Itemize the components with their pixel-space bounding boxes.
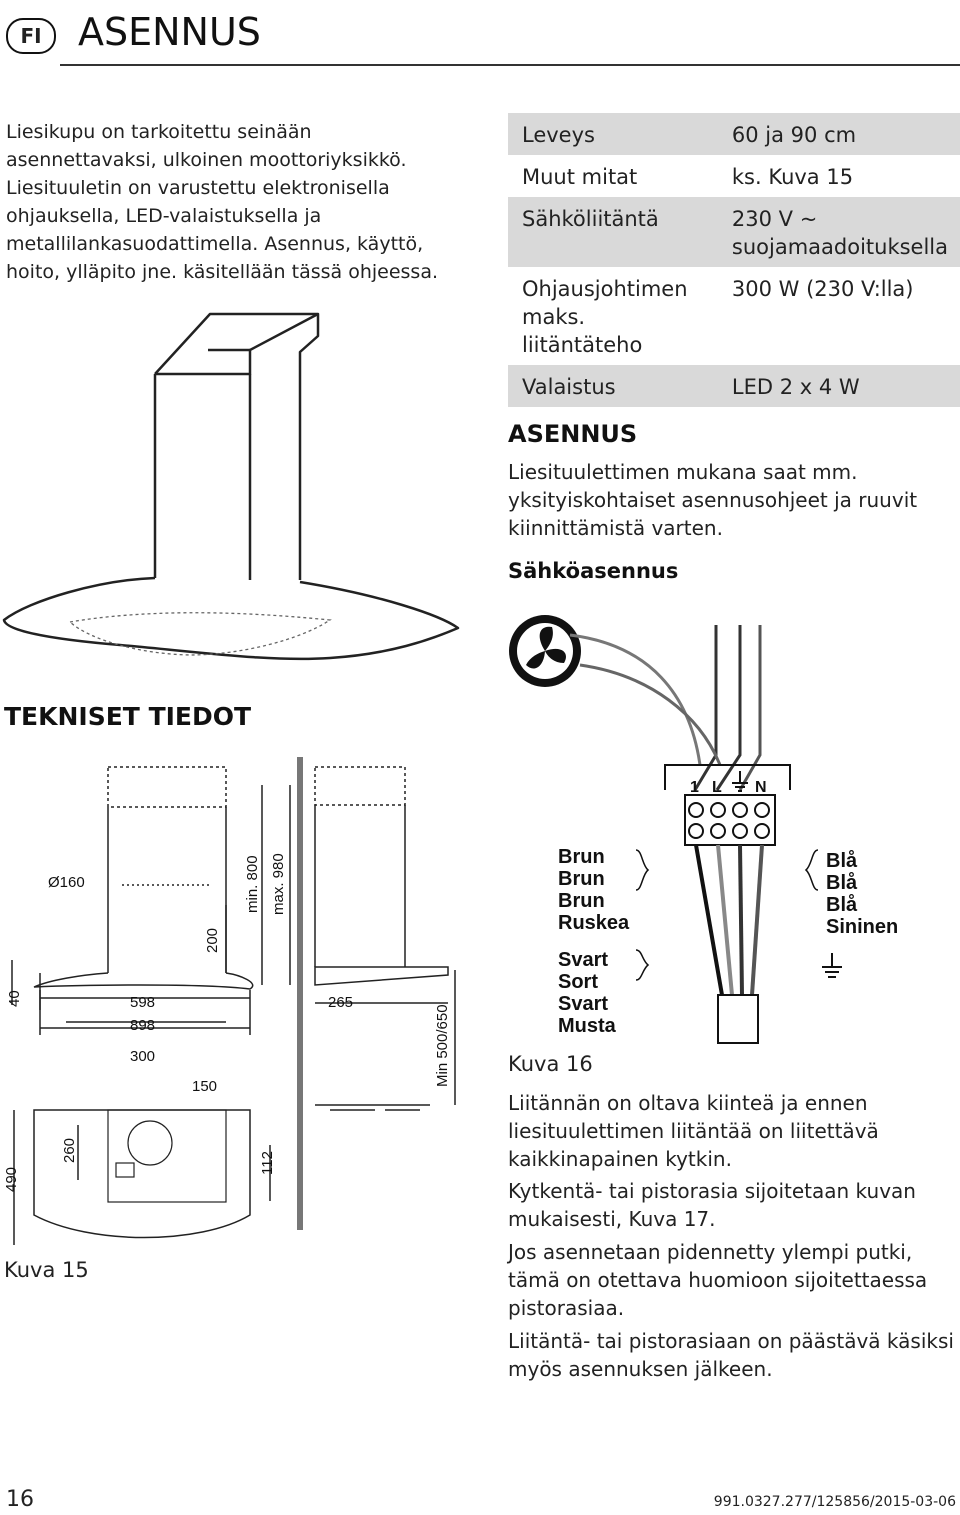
header-rule [60,64,960,66]
wiring-diagram: 1 L N Brun Brun Brun Ruskea Svart Sort S… [509,615,898,1044]
wire-label-musta: Musta [558,1015,617,1037]
wire-label-brun-2: Brun [558,868,605,890]
fan-icon [509,615,581,687]
electrical-heading: Sähköasennus [508,559,679,583]
spec-row: Leveys 60 ja 90 cm [508,113,960,155]
dim-max-980: max. 980 [270,853,287,915]
dim-490: 490 [3,1167,20,1192]
spec-label: Valaistus [508,365,718,407]
page-number: 16 [6,1487,34,1512]
note-2: Kytkentä- tai pistorasia sijoitetaan kuv… [508,1179,916,1231]
spec-label: Leveys [508,113,718,155]
spec-label: Muut mitat [522,165,638,189]
wire-label-bla-3: Blå [826,893,858,916]
figure-16-caption: Kuva 16 [508,1052,593,1076]
dim-300: 300 [130,1048,155,1065]
note-3: Jos asennetaan pidennetty ylempi putki, … [508,1240,928,1320]
dim-200: 200 [204,928,221,953]
wire-label-sininen: Sininen [826,916,898,938]
wire-label-bla-1: Blå [826,849,858,872]
page-title: ASENNUS [78,10,261,54]
wire-label-bla-2: Blå [826,871,858,894]
installation-heading: ASENNUS [508,420,638,448]
dim-112: 112 [259,1151,276,1175]
spec-row: Valaistus LED 2 x 4 W [508,365,960,407]
spec-label: Ohjausjohtimen maks. liitäntäteho [522,277,688,357]
language-badge: FI [6,18,56,54]
earth-ground-icon [822,953,842,978]
terminal-n-label: N [755,779,767,796]
ground-icon [732,771,748,792]
technical-data-heading: TEKNISET TIEDOT [4,702,252,731]
wire-label-svart-1: Svart [558,949,608,971]
spec-row: Sähköliitäntä 230 V ~ suojamaadoituksell… [508,197,960,267]
spec-row: Ohjausjohtimen maks. liitäntäteho 300 W … [508,267,960,365]
cooker-hood-illustration [2,312,460,661]
spec-table: Leveys 60 ja 90 cm Muut mitat ks. Kuva 1… [508,113,960,407]
terminal-1-label: 1 [690,779,699,796]
document-code: 991.0327.277/125856/2015-03-06 [713,1494,956,1510]
dim-min-500-650: Min 500/650 [434,1004,451,1087]
intro-text: Liesikupu on tarkoitettu seinään asennet… [6,121,439,283]
dim-40: 40 [6,990,23,1007]
wire-label-brun-1: Brun [558,846,605,868]
wire-label-svart-2: Svart [558,993,608,1015]
dim-min-800: min. 800 [244,855,261,913]
spec-value: LED 2 x 4 W [717,365,960,407]
spec-row: Muut mitat ks. Kuva 15 [508,155,960,197]
wire-label-brun-3: Brun [558,890,605,912]
spec-label: Sähköliitäntä [508,197,718,267]
dimension-drawing: Ø160 min. 800 max. 980 200 40 598 898 30… [3,757,456,1245]
spec-value: 60 ja 90 cm [717,113,960,155]
spec-value: ks. Kuva 15 [731,165,854,189]
dim-duct-diameter: Ø160 [48,874,85,891]
wire-label-sort: Sort [558,971,598,993]
terminal-l-label: L [712,779,722,796]
dim-265: 265 [328,994,353,1011]
wire-label-ruskea: Ruskea [558,912,630,934]
figure-15-caption: Kuva 15 [4,1258,89,1282]
note-1: Liitännän on oltava kiinteä ja ennen lie… [508,1091,879,1171]
dim-150: 150 [192,1078,217,1095]
spec-value: 230 V ~ suojamaadoituksella [717,197,960,267]
dim-260: 260 [61,1138,78,1163]
note-4: Liitäntä- tai pistorasiaan on päästävä k… [508,1329,954,1381]
spec-value: 300 W (230 V:lla) [731,277,914,301]
dim-598: 598 [130,994,155,1011]
installation-text: Liesituulettimen mukana saat mm. yksityi… [508,460,918,540]
dim-898: 898 [130,1017,155,1034]
